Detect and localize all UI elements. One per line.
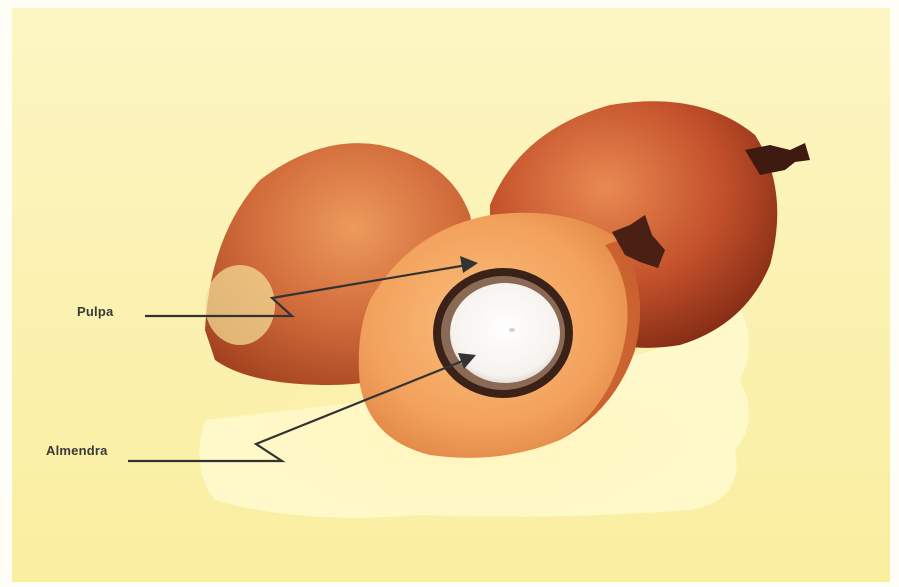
label-almendra: Almendra [46, 443, 108, 458]
label-pulpa: Pulpa [77, 304, 113, 319]
kernel [450, 283, 560, 383]
